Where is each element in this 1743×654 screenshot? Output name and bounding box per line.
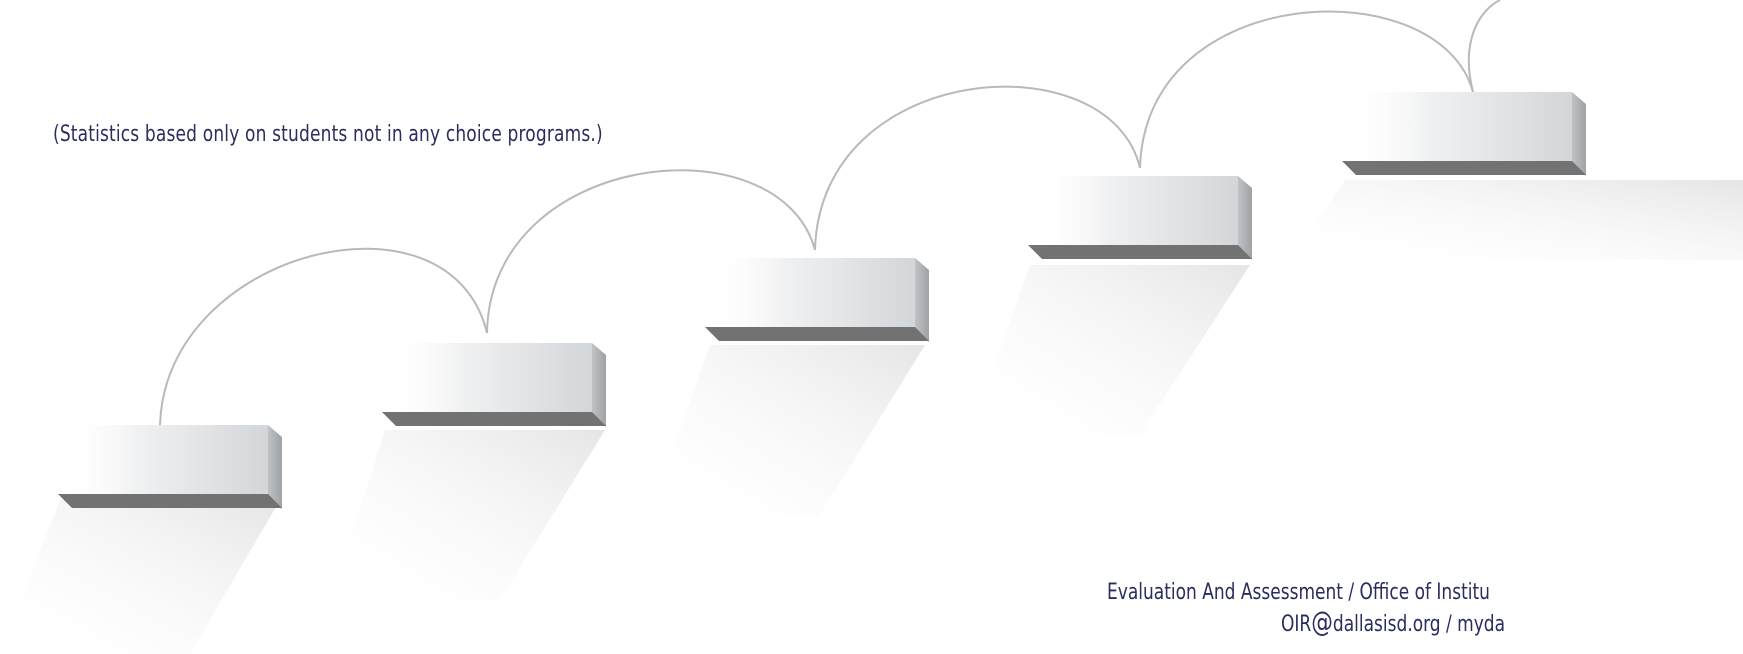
step-3 bbox=[650, 258, 929, 515]
step-5 bbox=[1290, 92, 1743, 260]
arc-5 bbox=[1469, 0, 1500, 92]
statistics-note: (Statistics based only on students not i… bbox=[53, 122, 603, 147]
footer-department: Evaluation And Assessment / Office of In… bbox=[1107, 580, 1490, 605]
footer-email-at: @ bbox=[1311, 605, 1333, 638]
step-1 bbox=[0, 425, 282, 654]
step-2 bbox=[330, 343, 606, 600]
footer-email-suffix: dallasisd.org / myda bbox=[1333, 612, 1505, 637]
footer-email-prefix: OIR bbox=[1281, 612, 1311, 637]
footer-contact: OIR@dallasisd.org / myda bbox=[1281, 612, 1505, 637]
step-4 bbox=[970, 176, 1252, 435]
